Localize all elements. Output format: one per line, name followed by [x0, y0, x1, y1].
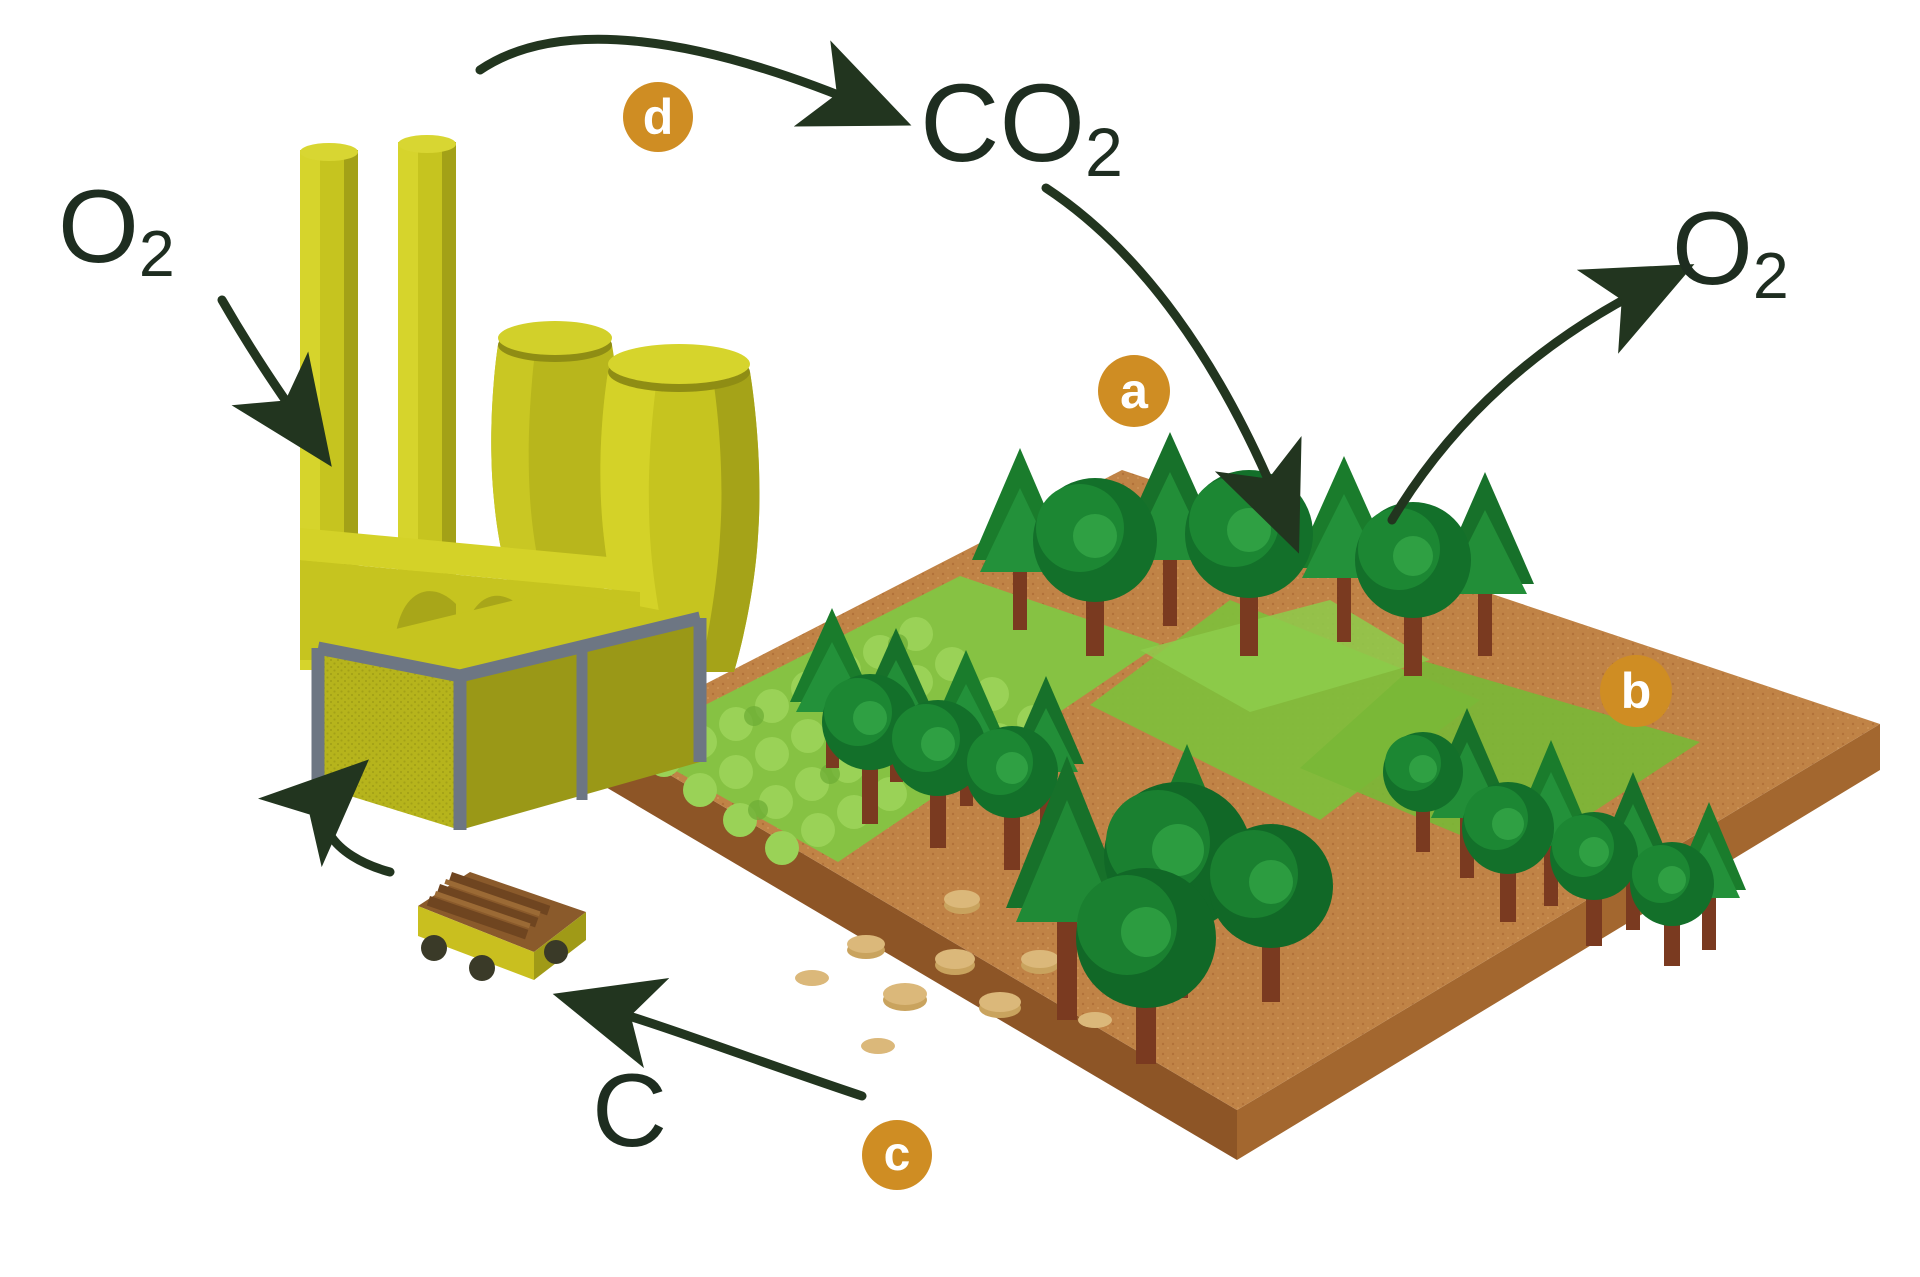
logging-truck	[418, 872, 586, 981]
tree-cluster-front	[1006, 744, 1333, 1064]
step-badge-a[interactable]: a	[1098, 355, 1170, 427]
arrow-forest-to-truck	[552, 978, 867, 1101]
power-plant	[300, 135, 760, 830]
step-badge-b[interactable]: b	[1600, 655, 1672, 727]
label-carbon: C	[592, 1052, 667, 1171]
tree-cluster-right	[1383, 708, 1746, 966]
label-o2-right-text: O	[1672, 191, 1753, 307]
arrow-forest-to-o2	[1387, 264, 1695, 525]
tree-cluster-left	[790, 608, 1084, 870]
arrow-co2-to-forest	[1041, 183, 1302, 554]
label-o2-right: O2	[1672, 190, 1789, 313]
label-o2-left-subscript: 2	[138, 218, 175, 291]
arrow-truck-to-factory	[257, 759, 395, 877]
arrow-o2-into-factory	[217, 295, 332, 467]
step-badge-d[interactable]: d	[623, 82, 693, 152]
arrow-factory-to-co2	[475, 34, 912, 127]
label-o2-left-text: O	[58, 169, 139, 285]
label-co2-subscript: 2	[1085, 115, 1123, 191]
step-badge-c[interactable]: c	[862, 1120, 932, 1190]
chimney-right	[398, 135, 456, 612]
label-o2-right-subscript: 2	[1752, 240, 1789, 313]
label-carbon-text: C	[592, 1053, 668, 1169]
label-co2: CO2	[920, 60, 1123, 192]
flow-arrows	[217, 34, 1695, 1101]
label-co2-text: CO	[920, 62, 1085, 185]
cooling-tower-back	[491, 321, 622, 600]
cooling-tower-front	[600, 344, 760, 672]
factory-building	[311, 590, 707, 830]
label-o2-left: O2	[58, 168, 175, 291]
